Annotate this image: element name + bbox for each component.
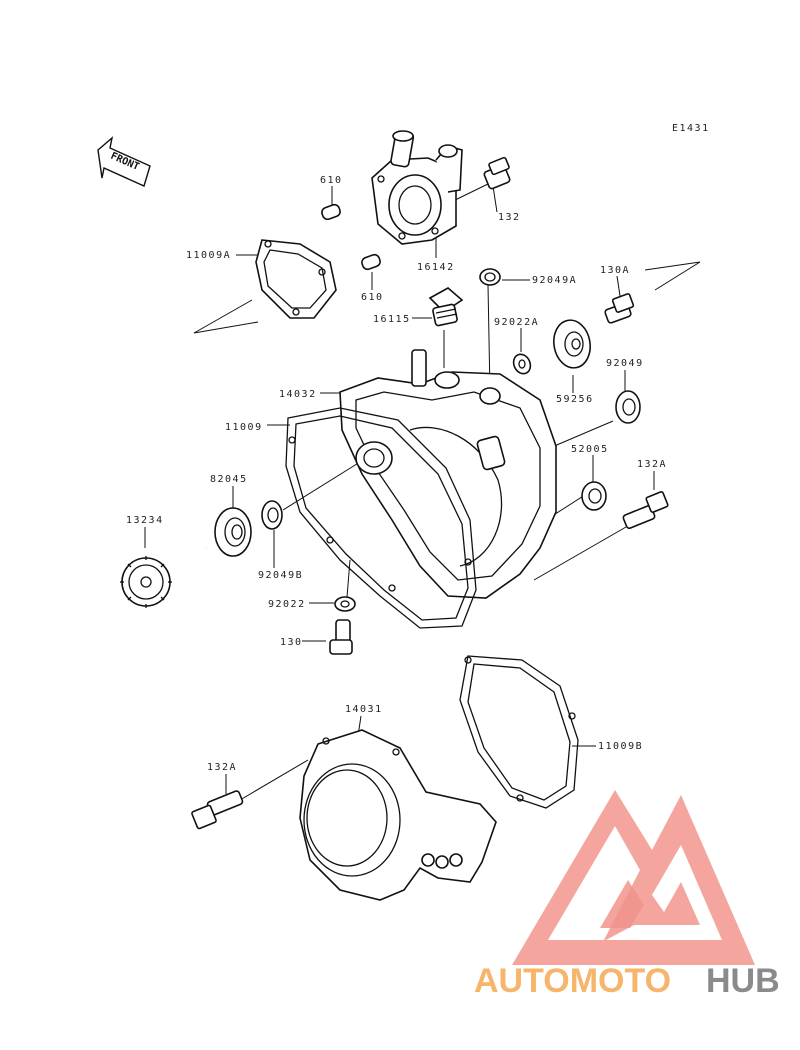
part-label-132A-right: 132A — [637, 459, 667, 470]
part-label-92049: 92049 — [606, 358, 644, 369]
washer-92022-icon — [334, 596, 356, 612]
part-label-14032: 14032 — [279, 389, 317, 400]
part-label-92022: 92022 — [268, 599, 306, 610]
part-label-610-lower: 610 — [361, 292, 384, 303]
part-label-92049A: 92049A — [532, 275, 577, 286]
part-label-16115: 16115 — [373, 314, 411, 325]
bolt-132A-left-icon — [191, 790, 244, 830]
gasket-11009A-icon — [255, 239, 337, 319]
part-label-82045: 82045 — [210, 474, 248, 485]
clutch-cover-14032-icon — [339, 349, 557, 599]
seal-52005-icon — [581, 481, 607, 511]
dowel-pin-lower-icon — [361, 253, 381, 271]
part-label-132: 132 — [498, 212, 521, 223]
brand-name-part2: HUB — [706, 962, 780, 1000]
part-label-610-upper: 610 — [320, 175, 343, 186]
bolt-132A-right-icon — [622, 491, 669, 530]
front-arrow-icon: FRONT — [97, 136, 151, 187]
automotohub-logo-icon — [512, 790, 755, 965]
washer-92049A-icon — [479, 268, 501, 286]
gasket-11009B-icon — [459, 655, 579, 809]
seal-92049-icon — [615, 390, 641, 424]
bolt-130-icon — [329, 619, 353, 655]
washer-92022A-icon — [512, 353, 532, 375]
part-label-11009: 11009 — [225, 422, 263, 433]
water-pump-cover-icon — [371, 130, 463, 245]
dowel-pin-upper-icon — [321, 203, 341, 221]
part-label-59256: 59256 — [556, 394, 594, 405]
part-label-132A-left: 132A — [207, 762, 237, 773]
oil-filler-cap-icon — [428, 287, 464, 327]
brand-name-part1: AUTOMOTO — [474, 962, 671, 1000]
part-label-92049B: 92049B — [258, 570, 303, 581]
seal-92049B-icon — [261, 500, 283, 530]
bolt-132-icon — [483, 156, 511, 190]
part-label-16142: 16142 — [417, 262, 455, 273]
part-label-14031: 14031 — [345, 704, 383, 715]
impeller-59256-icon — [552, 319, 592, 369]
generator-cover-14031-icon — [299, 729, 497, 901]
part-label-130: 130 — [280, 637, 303, 648]
diagram-code: E1431 — [672, 123, 710, 134]
part-label-130A: 130A — [600, 265, 630, 276]
part-label-11009A: 11009A — [186, 250, 231, 261]
part-label-11009B: 11009B — [598, 741, 643, 752]
pump-shaft-gear-icon — [120, 546, 207, 608]
gasket-11009-icon — [285, 407, 477, 629]
bearing-82045-icon — [214, 507, 252, 557]
bolt-130A-icon — [604, 293, 635, 324]
part-label-52005: 52005 — [571, 444, 609, 455]
part-label-13234: 13234 — [126, 515, 164, 526]
part-label-92022A: 92022A — [494, 317, 539, 328]
